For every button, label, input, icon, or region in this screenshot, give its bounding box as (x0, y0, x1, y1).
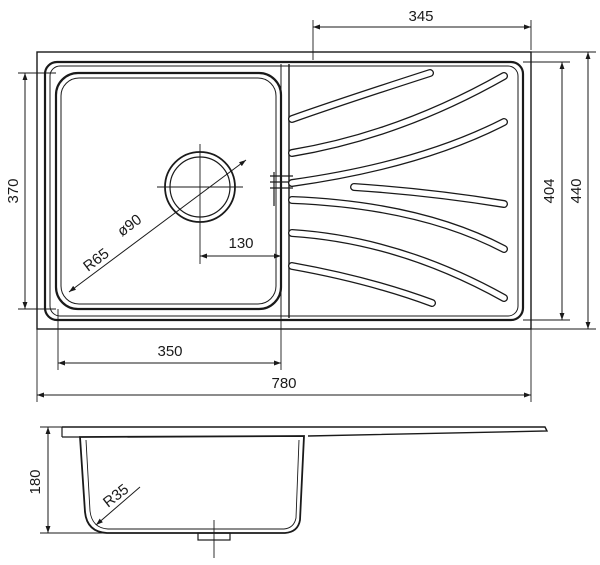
sink-rim-outline (43, 60, 525, 322)
bottom-radius-leader (95, 486, 141, 526)
radius-leader-line (68, 159, 247, 293)
bowl-width-label: 350 (157, 343, 182, 360)
side-view: R35 180 (27, 426, 549, 558)
drainer-width-label: 345 (408, 8, 433, 25)
bottom-radius-label: R35 (100, 481, 132, 511)
bowl-inner-outline (60, 77, 277, 305)
sink-outer-outline (36, 51, 532, 330)
inner-height-label: 404 (541, 178, 558, 203)
overall-width-label: 780 (271, 375, 296, 392)
bowl-height-label: 370 (5, 178, 22, 203)
sink-rim-inner (49, 65, 519, 317)
outer-height-label: 440 (568, 178, 585, 203)
side-rim (62, 426, 549, 437)
side-bowl-profile (79, 435, 305, 534)
top-view: ø90 R65 130 345 370 404 440 350 (5, 8, 596, 402)
side-bowl-inner (85, 439, 300, 530)
waste-diameter-label: ø90 (114, 211, 145, 240)
corner-radius-label: R65 (80, 245, 112, 275)
waste-offset-label: 130 (228, 235, 253, 252)
depth-label: 180 (27, 469, 44, 494)
drainer-grooves (288, 69, 508, 307)
